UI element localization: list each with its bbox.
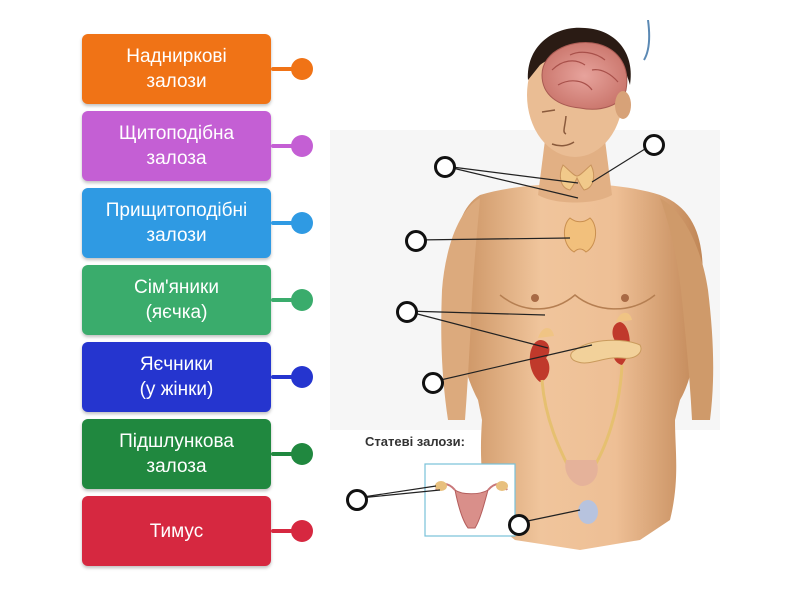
label-text: Прищитоподібні залози: [105, 200, 248, 246]
ear: [615, 91, 631, 119]
thymus-gland: [564, 217, 596, 253]
label-text: Надниркові залози: [126, 46, 227, 92]
drop-target-ovaries[interactable]: [346, 489, 368, 511]
label-thyroid-gland[interactable]: Щитоподібна залоза: [82, 111, 271, 181]
label-thymus[interactable]: Тимус: [82, 496, 271, 566]
drop-target-parathyroid[interactable]: [643, 134, 665, 156]
label-handle[interactable]: [291, 289, 313, 311]
chest-contour: [499, 294, 656, 310]
drop-target-thymus[interactable]: [405, 230, 427, 252]
right-adrenal: [616, 312, 632, 322]
label-pancreas[interactable]: Підшлункова залоза: [82, 419, 271, 489]
label-connector: [271, 144, 293, 148]
face-features: [541, 109, 575, 147]
drop-target-adrenal[interactable]: [396, 301, 418, 323]
neck: [538, 140, 612, 203]
label-text: Яєчники (у жінки): [139, 354, 214, 400]
label-text: Тимус: [149, 520, 204, 542]
label-handle[interactable]: [291, 135, 313, 157]
label-handle[interactable]: [291, 212, 313, 234]
label-connector: [271, 221, 293, 225]
label-connector: [271, 529, 293, 533]
label-adrenal-glands[interactable]: Надниркові залози: [82, 34, 271, 104]
torso: [453, 183, 703, 550]
label-connector: [271, 298, 293, 302]
label-handle[interactable]: [291, 58, 313, 80]
bladder: [565, 460, 598, 486]
label-handle[interactable]: [291, 366, 313, 388]
label-text: Підшлункова залоза: [119, 431, 234, 477]
label-connector: [271, 67, 293, 71]
label-parathyroid-glands[interactable]: Прищитоподібні залози: [82, 188, 271, 258]
uterus: [454, 488, 489, 529]
left-arm: [441, 198, 480, 420]
thyroid-gland: [559, 164, 595, 191]
testes: [578, 500, 598, 524]
left-adrenal: [538, 327, 554, 338]
anatomy-figure: [330, 20, 800, 580]
left-kidney: [529, 340, 550, 382]
drop-target-testes[interactable]: [508, 514, 530, 536]
label-ovaries[interactable]: Яєчники (у жінки): [82, 342, 271, 412]
cable: [643, 20, 651, 61]
right-arm: [660, 198, 714, 420]
label-text: Сім'яники (яєчка): [134, 277, 219, 323]
brain: [541, 42, 628, 110]
ovary-left: [435, 481, 447, 491]
drop-target-pancreas[interactable]: [422, 372, 444, 394]
human-body-illustration: [330, 20, 720, 550]
hair: [527, 27, 631, 85]
ovary-right: [496, 481, 508, 491]
label-text: Щитоподібна залоза: [118, 123, 235, 169]
brain-folds: [551, 51, 619, 91]
drop-target-thyroid[interactable]: [434, 156, 456, 178]
label-handle[interactable]: [291, 443, 313, 465]
sex-glands-caption: Статеві залози:: [365, 434, 465, 449]
label-testes[interactable]: Сім'яники (яєчка): [82, 265, 271, 335]
label-connector: [271, 452, 293, 456]
label-handle[interactable]: [291, 520, 313, 542]
label-connector: [271, 375, 293, 379]
